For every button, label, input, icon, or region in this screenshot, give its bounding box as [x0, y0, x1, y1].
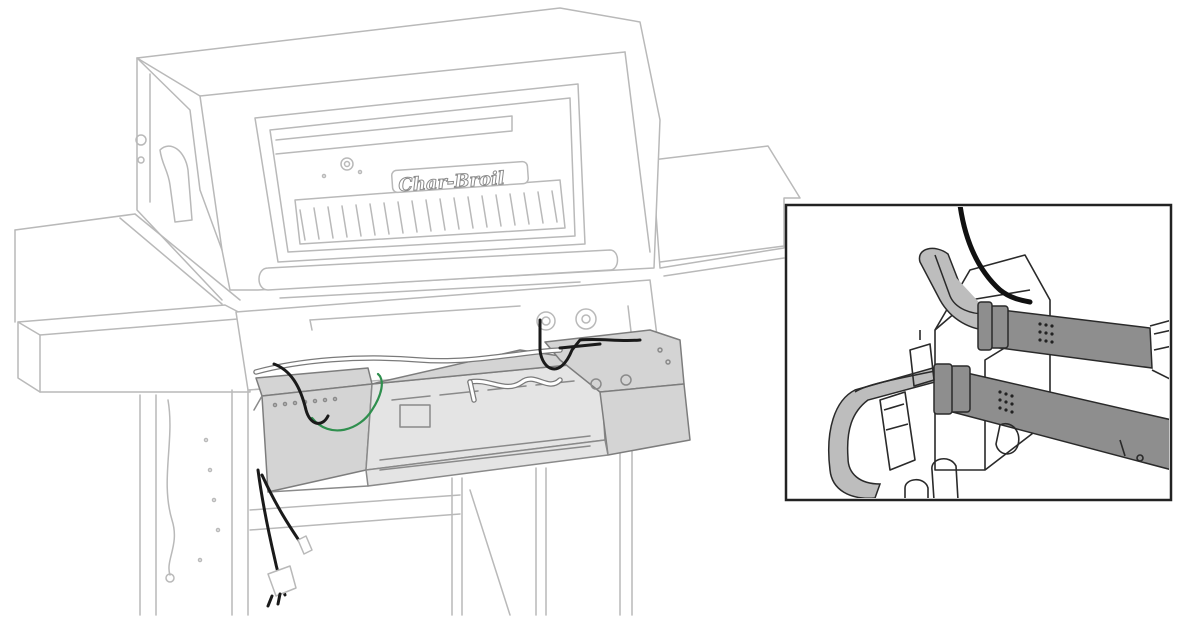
brand-logo: Char-Broil [390, 160, 530, 197]
grill-lid: Char-Broil [135, 7, 661, 313]
cart-frame [139, 389, 633, 616]
inset-detail [784, 203, 1173, 502]
burner-tube-icon [1038, 322, 1054, 344]
right-side-shelf [651, 145, 801, 277]
burner-housing [253, 329, 691, 493]
power-plug-icon [266, 535, 313, 608]
left-side-shelf [14, 213, 251, 393]
cooking-grate [299, 190, 558, 241]
wiring-harness [253, 318, 642, 608]
